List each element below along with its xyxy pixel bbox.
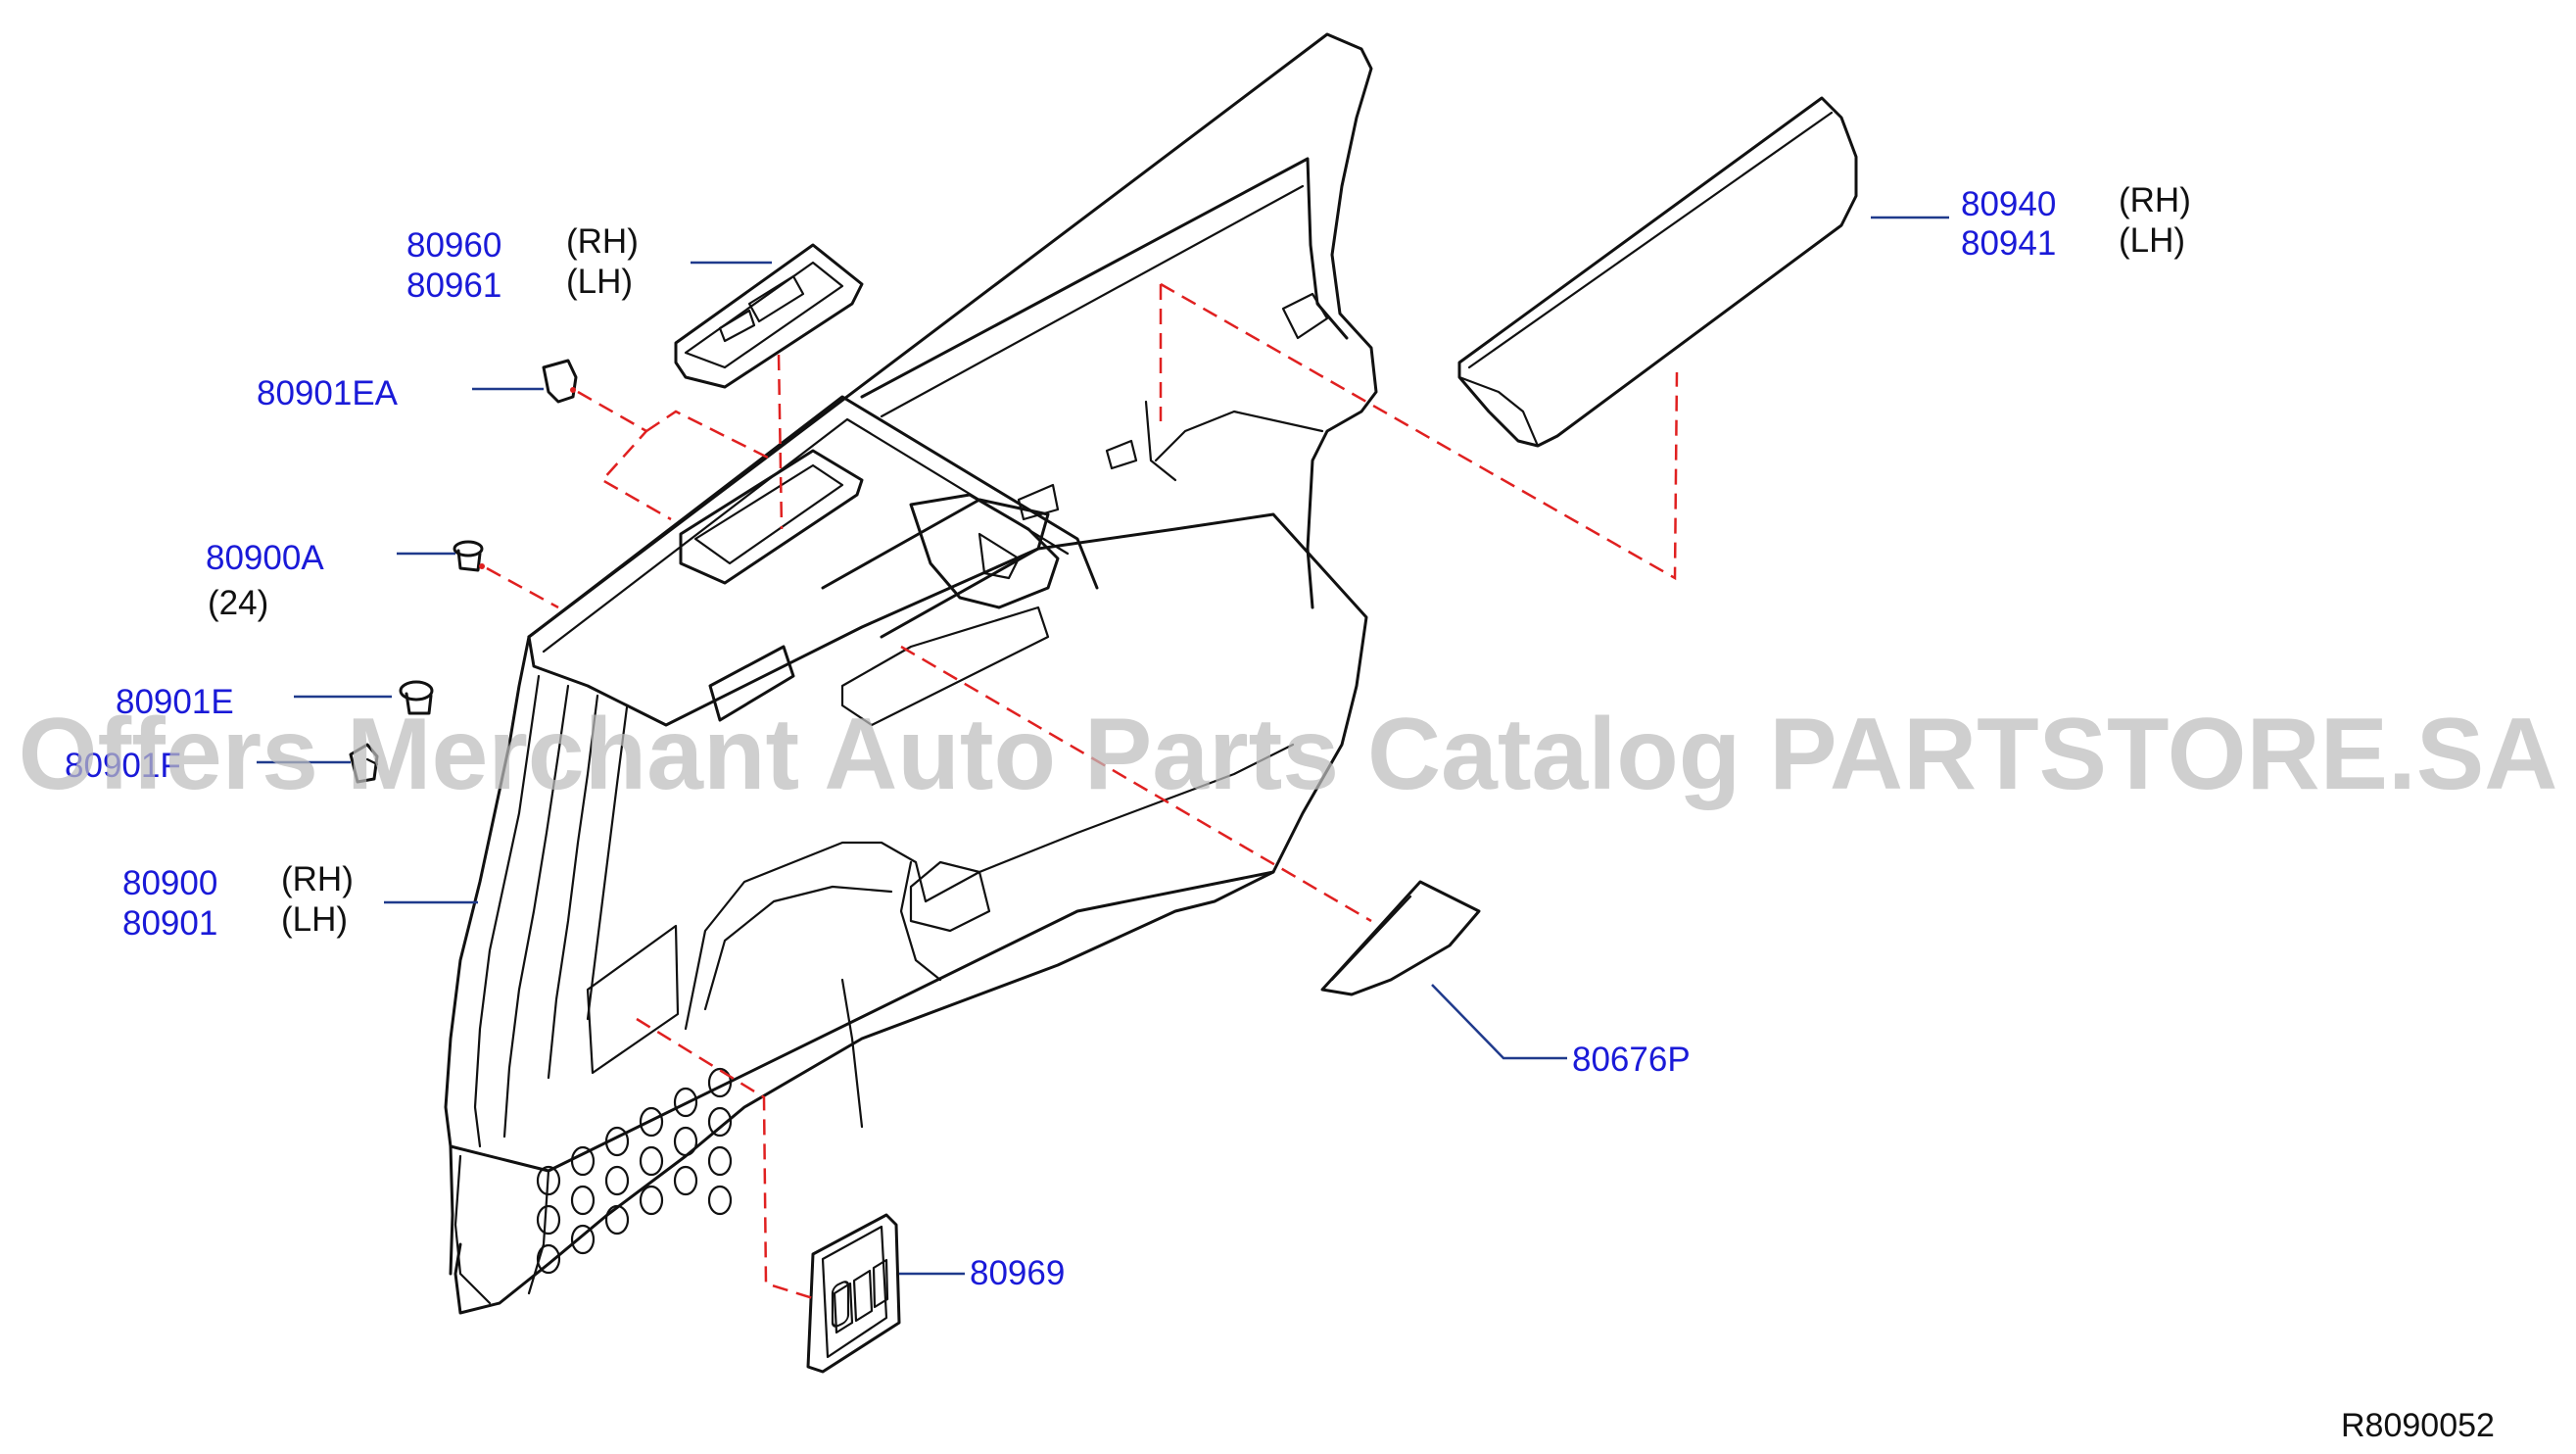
callout-armrest: 80940 (RH) 80941 (LH) <box>1961 181 2191 263</box>
side-label-rh: (RH) <box>281 860 354 898</box>
part-number-80900: 80900 <box>122 864 217 902</box>
clip-80900a <box>453 540 485 572</box>
clip-80901ea <box>542 359 578 404</box>
clip-80901e <box>399 680 434 715</box>
part-number-80961: 80961 <box>406 267 501 305</box>
callout-switch: 80960 (RH) 80961 (LH) <box>406 222 639 305</box>
part-number-80901f: 80901F <box>65 747 181 785</box>
side-label-rh: (RH) <box>2119 181 2191 219</box>
door-trim-panel <box>444 32 1378 1315</box>
part-number-80901e: 80901E <box>116 683 234 721</box>
watermark-text: Offers Merchant Auto Parts Catalog PARTS… <box>19 698 2558 811</box>
speaker-grille <box>536 1067 733 1275</box>
side-label-lh: (LH) <box>281 900 348 939</box>
clip-80901f <box>349 743 379 784</box>
part-number-80676p: 80676P <box>1572 1041 1691 1079</box>
pull-handle-cover <box>1320 880 1481 996</box>
part-number-80940: 80940 <box>1961 185 2056 223</box>
side-label-lh: (LH) <box>566 263 633 301</box>
leader-lines <box>257 216 1949 1276</box>
part-number-80901ea: 80901EA <box>257 374 399 412</box>
switch-bezel <box>806 1213 901 1374</box>
power-window-switch <box>674 243 864 389</box>
armrest-pad <box>1457 96 1858 448</box>
side-label-lh: (LH) <box>2119 221 2185 260</box>
part-number-80941: 80941 <box>1961 224 2056 263</box>
assembly-guide-lines <box>486 282 1679 1300</box>
quantity-label: (24) <box>208 584 268 622</box>
side-label-rh: (RH) <box>566 222 639 261</box>
part-number-80960: 80960 <box>406 226 501 265</box>
part-number-80900a: 80900A <box>206 539 324 577</box>
diagram-reference-number: R8090052 <box>2341 1407 2495 1444</box>
part-number-80901: 80901 <box>122 904 217 943</box>
part-number-80969: 80969 <box>970 1254 1065 1292</box>
callout-trim: 80900 (RH) 80901 (LH) <box>122 860 354 943</box>
